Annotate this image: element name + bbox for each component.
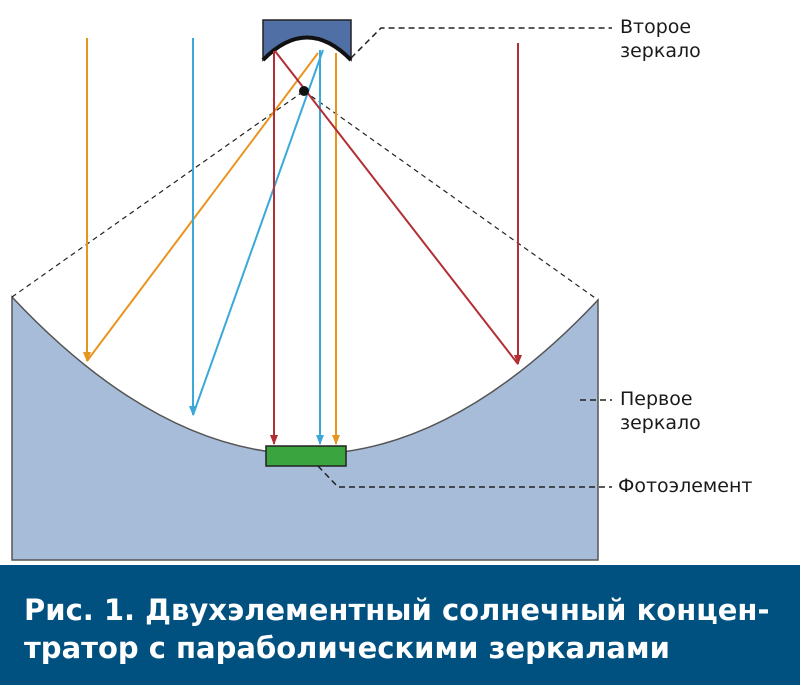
photocell-label: Фотоэлемент [618, 475, 753, 497]
concentrator-diagram [11, 19, 612, 561]
second-mirror-label: Второе зеркало [620, 16, 701, 62]
caption-bar: Рис. 1. Двухэлементный солнечный концен-… [0, 565, 800, 685]
photocell [265, 445, 347, 467]
photocell-leader [317, 465, 612, 488]
figure-caption: Рис. 1. Двухэлементный солнечный концен-… [24, 593, 770, 665]
first-mirror-label: Первое зеркало [620, 388, 701, 434]
second-mirror-leader [350, 27, 612, 59]
focal-line-right [303, 90, 599, 301]
orange-ray-reflected-left [86, 52, 319, 362]
focal-point [299, 86, 309, 96]
focal-line-left [11, 90, 305, 298]
second-mirror-reflective-surface [261, 35, 353, 62]
photocell-notch [266, 426, 348, 446]
blue-ray-reflected [192, 49, 324, 416]
red-ray-reflected [274, 50, 519, 365]
